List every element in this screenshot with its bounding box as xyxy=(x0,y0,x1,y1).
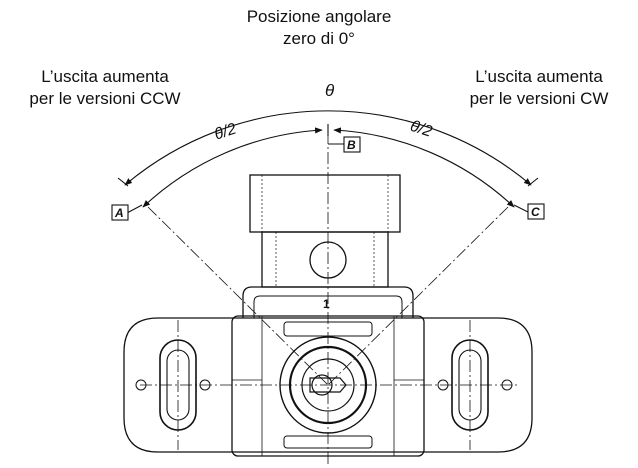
theta-label: θ xyxy=(325,81,335,100)
pin-1-label: 1 xyxy=(323,297,330,311)
marker-b: B xyxy=(328,136,361,153)
top-rib xyxy=(283,321,373,337)
right-mounting-slot xyxy=(451,339,489,431)
left-slot-pin xyxy=(199,379,211,391)
connector-neck xyxy=(261,231,389,288)
shoulder-inner xyxy=(253,295,403,318)
zero-position-caption: Posizione angolare zero di 0° xyxy=(0,6,638,50)
right-slot-pin xyxy=(501,379,513,391)
marker-c: C xyxy=(513,203,545,220)
ccw-caption: L’uscita aumenta per le versioni CCW xyxy=(0,66,210,110)
half-angle-tick-left xyxy=(117,177,129,187)
ccw-caption-line1: L’uscita aumenta xyxy=(41,67,169,86)
shoulder xyxy=(242,286,414,318)
cw-caption-line2: per le versioni CW xyxy=(469,89,609,108)
rotor-shaft-slot xyxy=(309,377,347,393)
left-angle-centerline xyxy=(147,206,329,386)
sensor-body xyxy=(123,174,533,457)
marker-a: A xyxy=(111,204,143,221)
half-angle-label-right: θ/2 xyxy=(408,118,434,141)
half-angle-arc-left xyxy=(142,127,323,208)
zero-position-caption-line2: zero di 0° xyxy=(282,29,355,48)
left-slot-pin xyxy=(135,379,147,391)
marker-a-label: A xyxy=(114,206,124,220)
right-angle-centerline xyxy=(327,206,509,386)
half-angle-label-left: θ/2 xyxy=(212,120,238,143)
zero-position-caption-line1: Posizione angolare xyxy=(246,7,392,26)
rotor-shaft xyxy=(311,374,333,396)
rotor-outer-ring xyxy=(279,336,377,434)
cw-caption: L’uscita aumenta per le versioni CW xyxy=(440,66,638,110)
left-mounting-slot xyxy=(159,339,197,431)
ccw-caption-line2: per le versioni CCW xyxy=(29,89,181,108)
right-slot-pin xyxy=(437,379,449,391)
top-cap xyxy=(249,174,401,233)
connector-hole xyxy=(309,241,347,279)
center-housing xyxy=(231,315,425,457)
rotor-middle-ring xyxy=(288,345,368,425)
centerline-group xyxy=(140,132,520,466)
cw-caption-line1: L’uscita aumenta xyxy=(475,67,603,86)
half-angle-arc-right xyxy=(333,127,515,208)
bottom-rib xyxy=(283,435,373,449)
rotor-inner-ring xyxy=(301,358,355,412)
marker-c-label: C xyxy=(531,205,540,219)
left-mounting-slot-inner xyxy=(166,349,190,421)
right-mounting-slot-inner xyxy=(458,349,482,421)
mounting-flange xyxy=(123,317,533,453)
marker-b-label: B xyxy=(347,138,356,152)
half-angle-tick-right xyxy=(527,177,539,187)
